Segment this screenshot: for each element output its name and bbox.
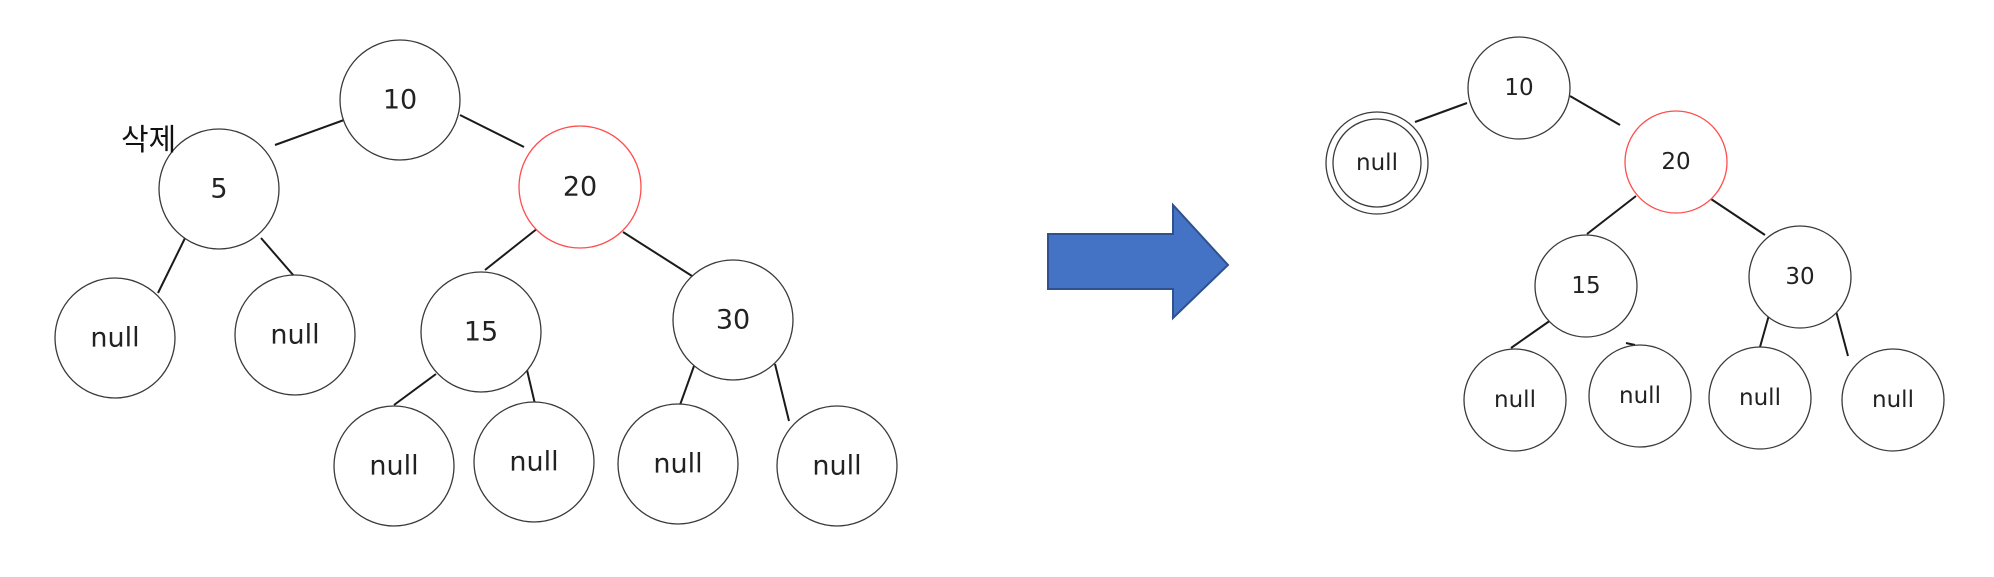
node-label: 20 bbox=[1661, 149, 1690, 175]
tree-node: null bbox=[234, 274, 356, 396]
tree-edge bbox=[1710, 198, 1766, 236]
node-circle bbox=[420, 271, 542, 393]
tree-node: null bbox=[333, 405, 455, 527]
tree-edge bbox=[157, 231, 189, 294]
tree-node: null bbox=[1325, 111, 1429, 215]
node-circle bbox=[1624, 110, 1728, 214]
node-circle bbox=[473, 401, 595, 523]
tree-edge bbox=[526, 369, 536, 405]
node-label: null bbox=[1356, 150, 1398, 176]
node-circle bbox=[1708, 346, 1812, 450]
node-circle bbox=[776, 405, 898, 527]
node-circle bbox=[54, 277, 176, 399]
node-label: 10 bbox=[383, 85, 417, 116]
node-circle bbox=[1534, 234, 1638, 338]
node-label: 15 bbox=[1571, 273, 1600, 299]
tree-node: 20 bbox=[1624, 110, 1728, 214]
node-circle bbox=[234, 274, 356, 396]
tree-node: null bbox=[617, 403, 739, 525]
node-label: 10 bbox=[1504, 75, 1533, 101]
tree-edge bbox=[393, 373, 437, 406]
tree-node: 10 bbox=[1467, 36, 1571, 140]
node-inner-circle bbox=[1332, 118, 1422, 208]
node-label: 5 bbox=[210, 174, 227, 205]
tree-edge bbox=[1414, 102, 1468, 123]
node-circle bbox=[518, 125, 642, 249]
tree-edge bbox=[459, 114, 525, 148]
tree-edge bbox=[1510, 319, 1552, 349]
node-circle bbox=[1588, 344, 1692, 448]
node-label: 20 bbox=[563, 172, 597, 203]
node-circle bbox=[1463, 348, 1567, 452]
tree-node: 20 bbox=[518, 125, 642, 249]
tree-edge bbox=[1759, 314, 1770, 348]
tree-node: null bbox=[1463, 348, 1567, 452]
tree-edge bbox=[1835, 310, 1849, 357]
tree-edge bbox=[1625, 342, 1636, 346]
tree-edge bbox=[260, 237, 295, 277]
node-circle bbox=[1467, 36, 1571, 140]
tree-edges bbox=[157, 95, 1849, 422]
tree-node: null bbox=[1588, 344, 1692, 448]
node-label: null bbox=[653, 449, 702, 480]
node-circle bbox=[1841, 348, 1945, 452]
node-label: null bbox=[1872, 387, 1914, 413]
node-label: null bbox=[812, 451, 861, 482]
node-label: null bbox=[369, 451, 418, 482]
node-label: null bbox=[1619, 383, 1661, 409]
delete-label: 삭제 bbox=[121, 123, 177, 158]
node-circle bbox=[333, 405, 455, 527]
tree-node: 5 bbox=[158, 128, 280, 250]
tree-node: 30 bbox=[1748, 225, 1852, 329]
node-label: null bbox=[270, 320, 319, 351]
node-label: null bbox=[1494, 387, 1536, 413]
tree-edge bbox=[484, 227, 539, 271]
transition-arrow-icon bbox=[1047, 202, 1230, 321]
node-label: null bbox=[1739, 385, 1781, 411]
tree-node: 15 bbox=[1534, 234, 1638, 338]
tree-node: null bbox=[1841, 348, 1945, 452]
node-label: null bbox=[509, 447, 558, 478]
node-circle bbox=[672, 259, 794, 381]
tree-edge bbox=[274, 119, 345, 146]
tree-node: null bbox=[473, 401, 595, 523]
node-circle bbox=[1748, 225, 1852, 329]
tree-nodes: 10 5 20 null null 15 30 null null null null 10 null 2… bbox=[54, 36, 1945, 527]
node-circle bbox=[617, 403, 739, 525]
tree-node: 10 bbox=[339, 39, 461, 161]
tree-edge bbox=[774, 363, 790, 422]
node-label: 30 bbox=[1785, 264, 1814, 290]
node-label: 30 bbox=[716, 305, 750, 336]
tree-edge bbox=[1569, 95, 1621, 126]
tree-node: 30 bbox=[672, 259, 794, 381]
node-circle bbox=[158, 128, 280, 250]
tree-edge bbox=[679, 365, 695, 406]
tree-node: null bbox=[1708, 346, 1812, 450]
tree-edge bbox=[1586, 195, 1637, 235]
node-label: null bbox=[90, 323, 139, 354]
tree-node: null bbox=[54, 277, 176, 399]
node-label: 15 bbox=[464, 317, 498, 348]
tree-node: null bbox=[776, 405, 898, 527]
tree-edge bbox=[622, 231, 693, 277]
tree-node: 15 bbox=[420, 271, 542, 393]
node-circle bbox=[339, 39, 461, 161]
